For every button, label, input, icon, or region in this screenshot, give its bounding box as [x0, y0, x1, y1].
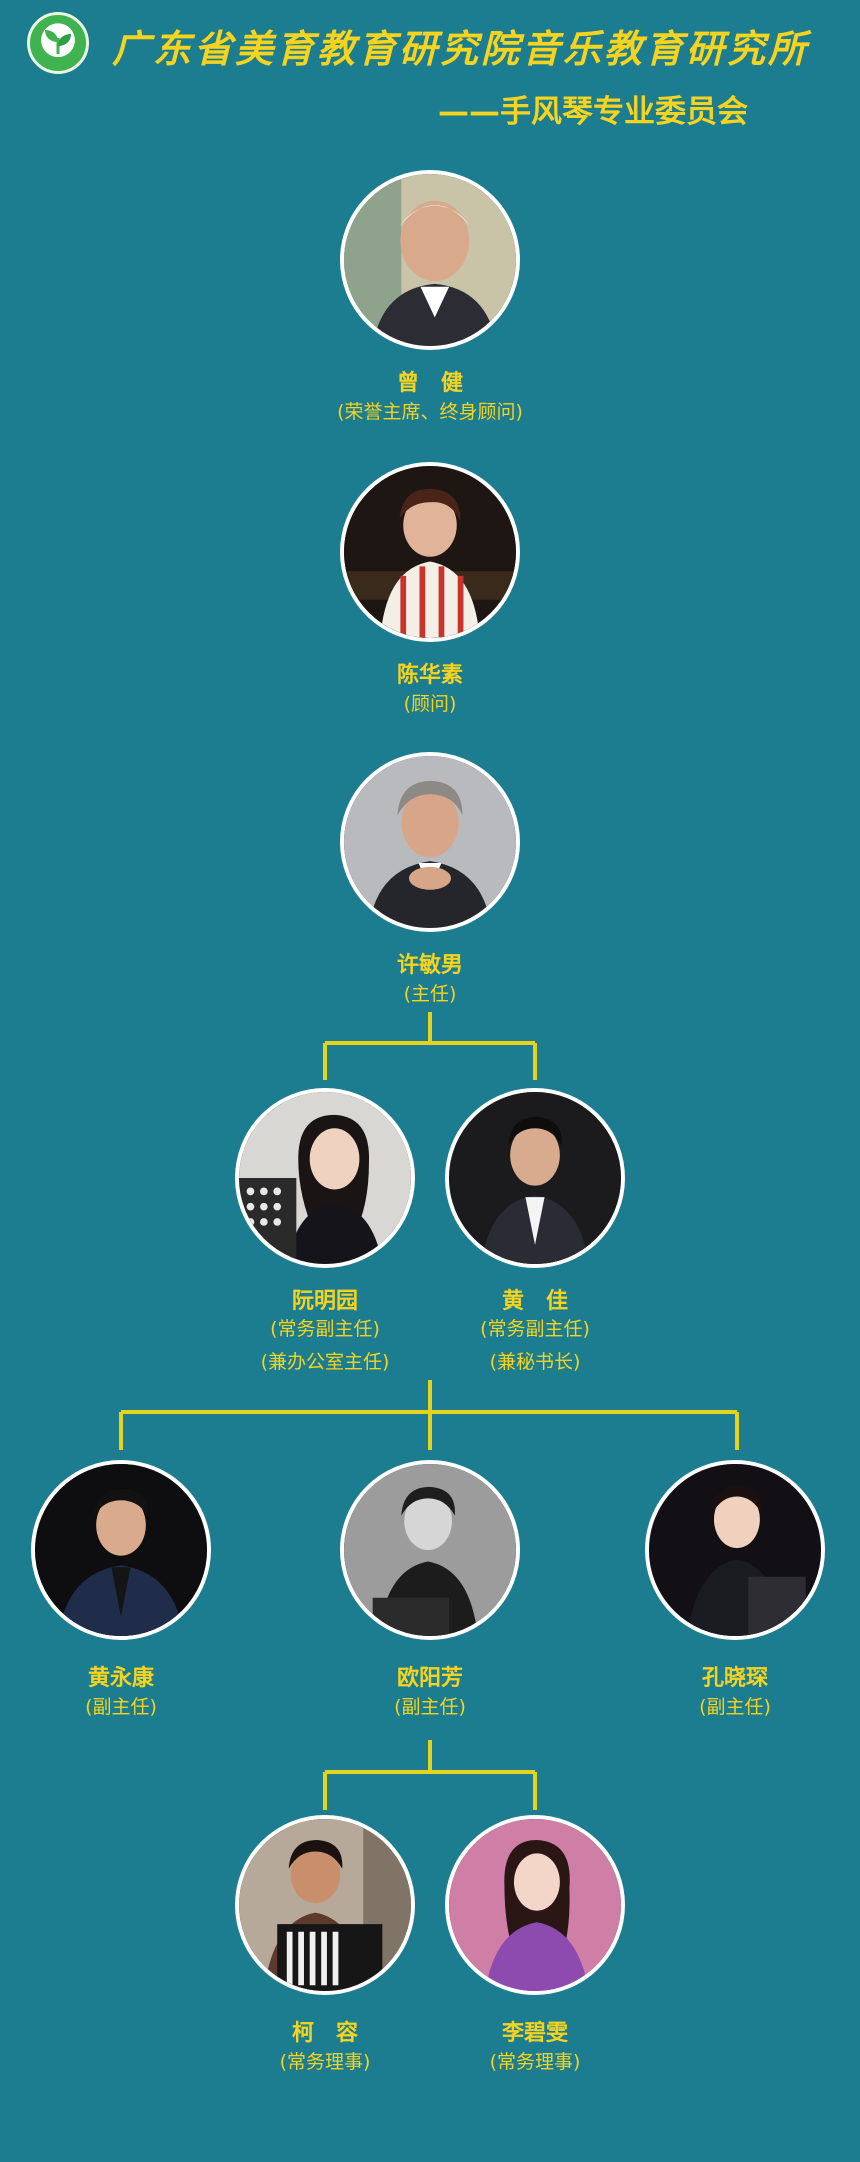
member-name: 柯 容	[291, 2021, 358, 2046]
person-photo-icon	[649, 1464, 821, 1636]
member-name: 孔晓琛	[701, 1666, 768, 1691]
member-name: 曾 健	[396, 371, 463, 396]
member-photo	[235, 1088, 415, 1268]
person-photo-icon	[344, 1464, 516, 1636]
member-role: (顾问)	[403, 693, 457, 715]
member-role-secondary: (兼办公室主任)	[260, 1351, 390, 1373]
member-role: (主任)	[403, 983, 457, 1005]
member-role: (副主任)	[85, 1696, 157, 1718]
page-subtitle: ——手风琴专业委员会	[438, 94, 748, 130]
person-photo-icon	[344, 756, 516, 928]
member-photo	[445, 1088, 625, 1268]
member-name: 李碧雯	[501, 2021, 568, 2046]
person-photo-icon	[449, 1092, 621, 1264]
member-role: (副主任)	[394, 1696, 466, 1718]
member-photo	[340, 462, 520, 642]
member-name: 黄永康	[87, 1666, 154, 1691]
institute-logo	[27, 12, 89, 74]
member-photo	[445, 1815, 625, 1995]
member-role: (副主任)	[699, 1696, 771, 1718]
member-role: (荣誉主席、终身顾问)	[337, 401, 523, 423]
member-role: (常务理事)	[279, 2051, 371, 2073]
member-role: (常务副主任)	[270, 1318, 380, 1340]
member-name: 陈华素	[396, 663, 463, 688]
person-photo-icon	[344, 466, 516, 638]
connector-deputies	[119, 1380, 739, 1450]
member-photo	[645, 1460, 825, 1640]
leaf-icon	[45, 30, 71, 55]
member-role: (常务理事)	[489, 2051, 581, 2073]
member-name: 欧阳芳	[396, 1666, 463, 1691]
member-name: 许敏男	[396, 953, 463, 978]
member-photo	[340, 1460, 520, 1640]
connector-director	[323, 1012, 537, 1080]
person-photo-icon	[35, 1464, 207, 1636]
member-name: 阮明园	[291, 1289, 358, 1314]
member-role: (常务副主任)	[480, 1318, 590, 1340]
person-photo-icon	[239, 1092, 411, 1264]
member-name: 黄 佳	[501, 1289, 568, 1314]
member-role-secondary: (兼秘书长)	[489, 1351, 581, 1373]
person-photo-icon	[239, 1819, 411, 1991]
member-photo	[235, 1815, 415, 1995]
person-photo-icon	[344, 174, 516, 346]
page-title: 广东省美育教育研究院音乐教育研究所	[112, 26, 810, 71]
member-photo	[340, 752, 520, 932]
connector-trustees	[323, 1740, 537, 1810]
person-photo-icon	[449, 1819, 621, 1991]
member-photo	[31, 1460, 211, 1640]
member-photo	[340, 170, 520, 350]
